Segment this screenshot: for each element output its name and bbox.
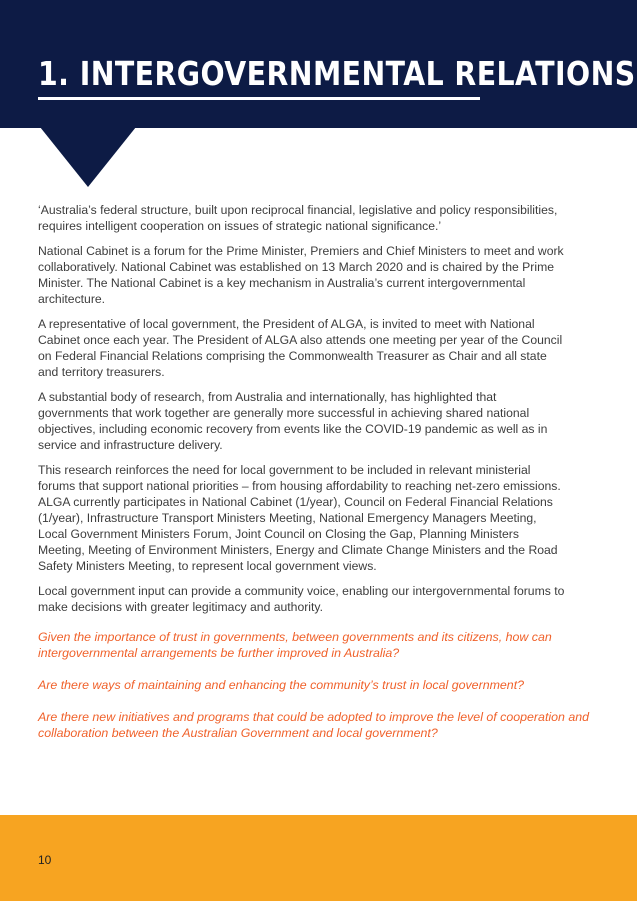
- discussion-questions: Given the importance of trust in governm…: [38, 629, 598, 757]
- pointer-triangle-icon: [40, 127, 136, 187]
- header-banner: 1. INTERGOVERNMENTAL RELATIONS: [0, 0, 637, 128]
- body-paragraph: A substantial body of research, from Aus…: [38, 390, 548, 452]
- body-paragraph: National Cabinet is a forum for the Prim…: [38, 244, 564, 306]
- title-underline: [38, 97, 480, 100]
- page-number: 10: [38, 853, 52, 867]
- section-title: 1. INTERGOVERNMENTAL RELATIONS: [38, 54, 636, 93]
- quote-paragraph: ‘Australia’s federal structure, built up…: [38, 203, 558, 233]
- question: Are there ways of maintaining and enhanc…: [38, 678, 525, 692]
- body-paragraph: A representative of local government, th…: [38, 317, 563, 379]
- body-paragraph: Local government input can provide a com…: [38, 584, 565, 614]
- question: Given the importance of trust in governm…: [38, 630, 552, 660]
- question: Are there new initiatives and programs t…: [38, 710, 590, 740]
- body-paragraph: This research reinforces the need for lo…: [38, 463, 561, 573]
- body-text: ‘Australia’s federal structure, built up…: [38, 202, 568, 624]
- footer-band: 10: [0, 815, 637, 901]
